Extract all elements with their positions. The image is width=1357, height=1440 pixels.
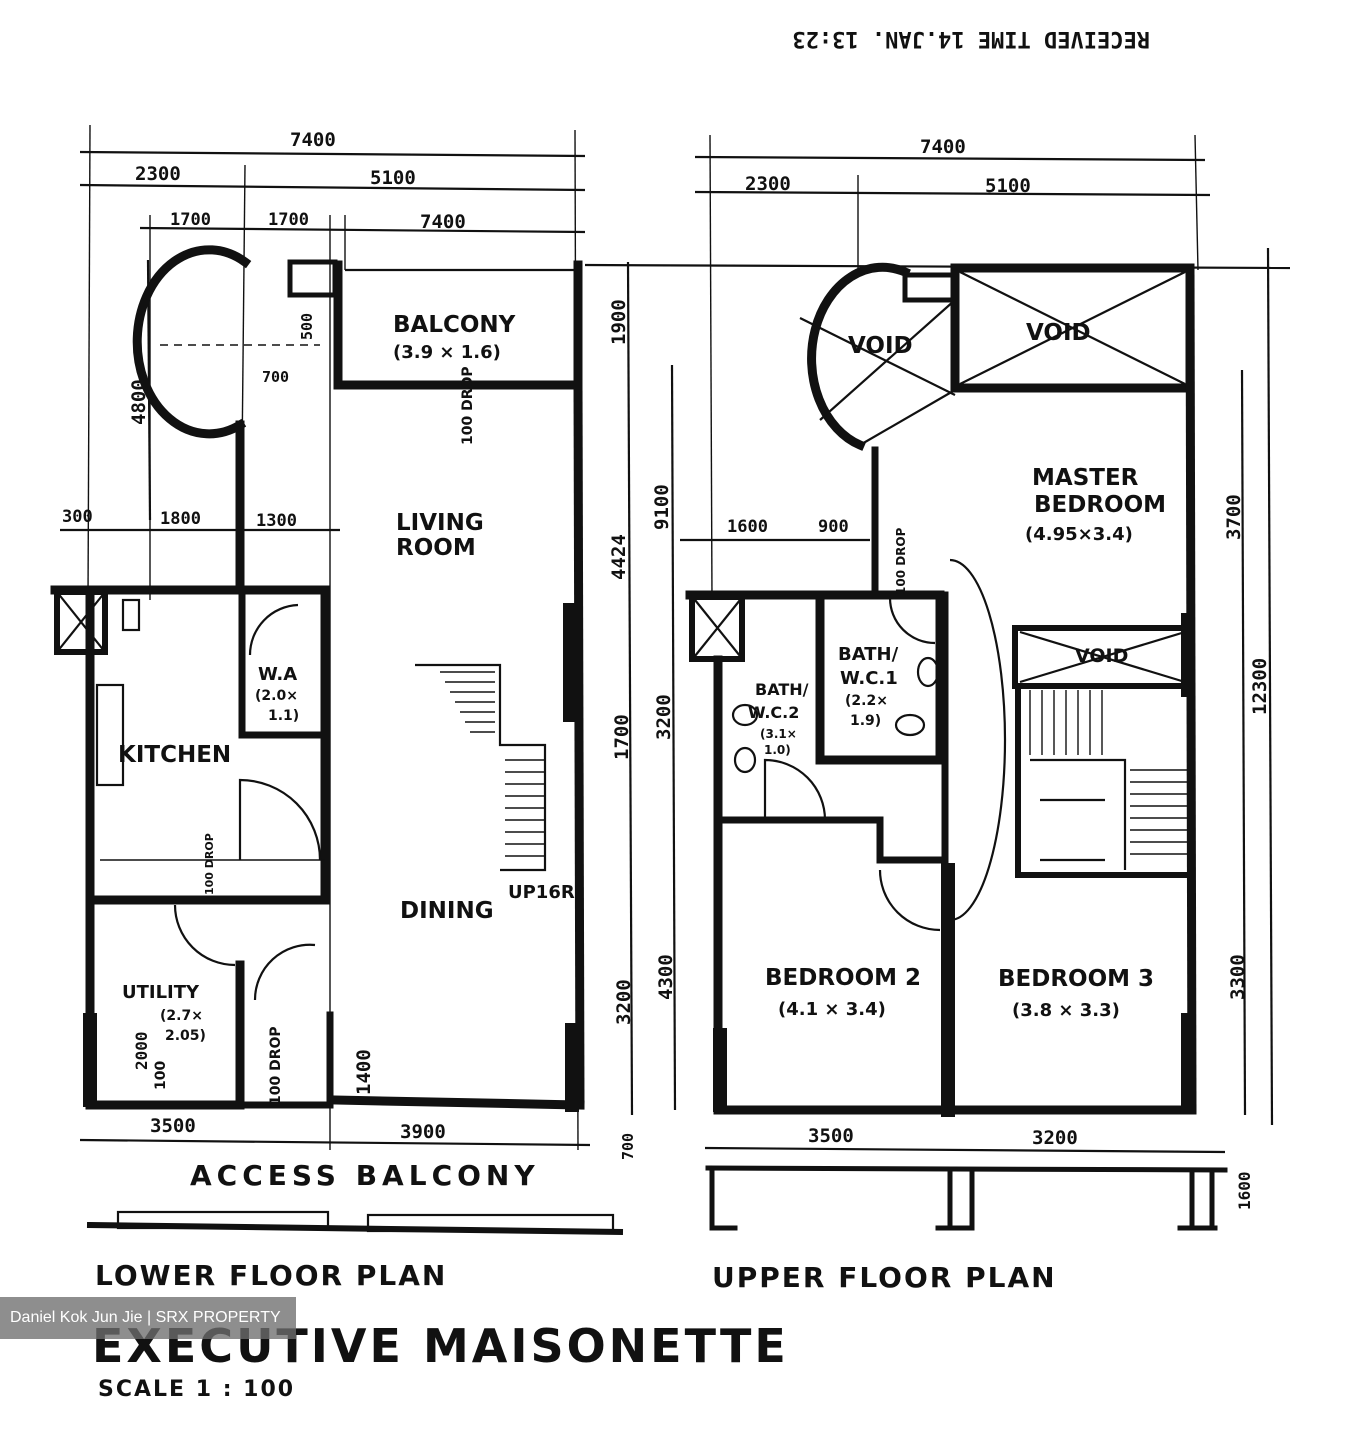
lower-floor-title: LOWER FLOOR PLAN — [95, 1259, 447, 1292]
dim-100: 100 — [153, 1061, 169, 1090]
void-2-label: VOID — [1026, 320, 1091, 346]
dim-1300: 1300 — [256, 511, 297, 531]
bedroom-2-size: (4.1 × 3.4) — [778, 999, 886, 1020]
dim-2000: 2000 — [132, 1031, 151, 1070]
bedroom-3-label: BEDROOM 3 — [998, 966, 1154, 992]
upper-dim-3200: 3200 — [653, 694, 675, 740]
dim-4424: 4424 — [608, 534, 630, 580]
dim-500: 500 — [298, 313, 316, 340]
lower-floor-plan: 7400 2300 5100 1700 1700 7400 4800 500 7… — [50, 124, 637, 1292]
bath-wc2-label-2: W.C.2 — [748, 703, 799, 722]
upper-dim-3200b: 3200 — [1032, 1127, 1078, 1149]
dim-700-r: 700 — [619, 1133, 637, 1160]
dim-5100: 5100 — [370, 167, 416, 189]
master-bedroom-size: (4.95×3.4) — [1025, 524, 1133, 545]
upper-drop-label: 100 DROP — [894, 527, 908, 595]
dim-1800: 1800 — [160, 509, 201, 529]
dining-label: DINING — [400, 898, 494, 924]
wa-size: (2.0× — [255, 688, 298, 704]
master-bedroom-label-2: BEDROOM — [1034, 492, 1166, 518]
bath-wc1-label: BATH/ — [838, 644, 899, 665]
utility-size: (2.7× — [160, 1008, 203, 1024]
upper-dim-3700: 3700 — [1223, 494, 1245, 540]
dim-1700-b: 1700 — [268, 210, 309, 230]
plan-scale: SCALE 1 : 100 — [98, 1377, 295, 1402]
dim-7400-sub: 7400 — [420, 211, 466, 233]
received-stamp: RECEIVED TIME 14.JAN. 13:23 — [792, 26, 1150, 51]
upper-dim-900: 900 — [818, 517, 849, 537]
upper-dim-7400: 7400 — [920, 136, 966, 158]
up16r-label: UP16R — [508, 882, 575, 903]
upper-dim-3300: 3300 — [1227, 954, 1249, 1000]
bedroom-3-size: (3.8 × 3.3) — [1012, 1000, 1120, 1021]
dim-1400: 1400 — [353, 1049, 375, 1095]
utility-size-2: 2.05) — [165, 1028, 206, 1044]
dim-700-small: 700 — [262, 368, 289, 386]
balcony-label: BALCONY — [393, 312, 516, 338]
kitchen-label: KITCHEN — [118, 742, 231, 768]
wa-label: W.A — [258, 664, 297, 685]
bath-wc1-size: (2.2× — [845, 693, 888, 709]
bath-wc1-size-2: 1.9) — [850, 713, 881, 729]
drop-label-3: 100 DROP — [203, 833, 216, 895]
dim-3900-lower: 3900 — [400, 1121, 446, 1143]
void-3-label: VOID — [1075, 645, 1128, 667]
drop-label-1: 100 DROP — [460, 366, 476, 445]
living-room-label-2: ROOM — [396, 535, 476, 561]
drop-label-2: 100 DROP — [268, 1026, 284, 1105]
upper-dim-1600b: 1600 — [1235, 1171, 1254, 1210]
dim-7400-top: 7400 — [290, 129, 336, 151]
wa-size-2: 1.1) — [268, 708, 299, 724]
balcony-size: (3.9 × 1.6) — [393, 342, 501, 363]
void-1-label: VOID — [848, 333, 913, 359]
upper-floor-title: UPPER FLOOR PLAN — [712, 1261, 1057, 1294]
dim-3200-r: 3200 — [613, 979, 635, 1025]
dim-1700-a: 1700 — [170, 210, 211, 230]
dim-1700-r: 1700 — [611, 714, 633, 760]
dim-1900: 1900 — [608, 299, 630, 345]
upper-dim-12300: 12300 — [1249, 658, 1271, 715]
dim-300: 300 — [62, 507, 93, 527]
bath-wc2-label: BATH/ — [755, 680, 809, 699]
bath-wc2-size-2: 1.0) — [764, 743, 791, 757]
dim-3500-lower: 3500 — [150, 1115, 196, 1137]
bath-wc1-label-2: W.C.1 — [840, 668, 898, 689]
bedroom-2-label: BEDROOM 2 — [765, 965, 921, 991]
upper-dim-9100: 9100 — [651, 484, 673, 530]
access-balcony-label: ACCESS BALCONY — [190, 1159, 540, 1192]
bath-wc2-size: (3.1× — [760, 727, 797, 741]
watermark-banner: Daniel Kok Jun Jie | SRX PROPERTY — [0, 1297, 296, 1339]
dim-2300: 2300 — [135, 163, 181, 185]
upper-floor-plan: 7400 2300 5100 VOID VOID MASTER BEDROOM … — [584, 134, 1291, 1294]
upper-dim-1600: 1600 — [727, 517, 768, 537]
utility-label: UTILITY — [122, 982, 200, 1003]
upper-dim-4300: 4300 — [655, 954, 677, 1000]
upper-dim-5100: 5100 — [985, 175, 1031, 197]
upper-dim-3500: 3500 — [808, 1125, 854, 1147]
living-room-label: LIVING — [396, 510, 484, 536]
master-bedroom-label: MASTER — [1032, 465, 1139, 491]
upper-dim-2300: 2300 — [745, 173, 791, 195]
